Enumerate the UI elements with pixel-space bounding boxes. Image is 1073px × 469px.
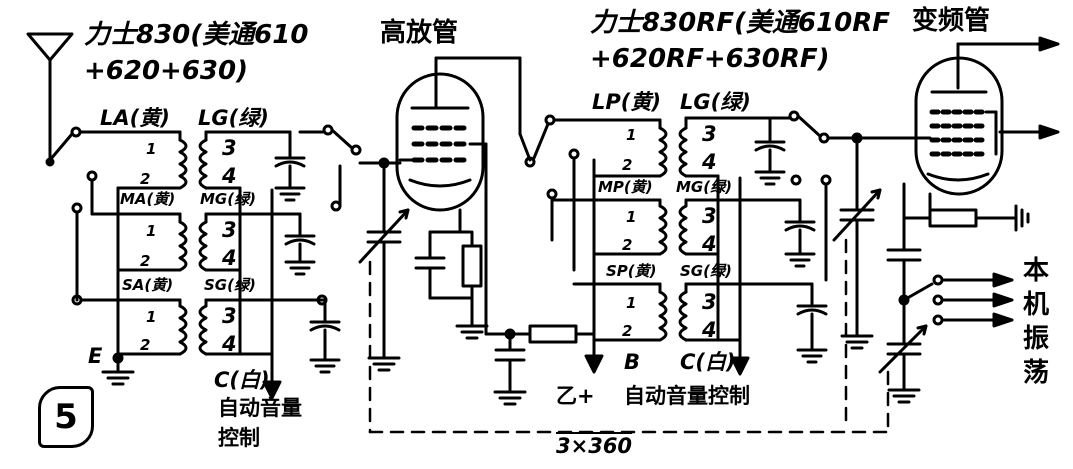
pin-label: 2 — [622, 236, 633, 254]
tuning-capacitor-2 — [832, 136, 882, 350]
pin-label: 3 — [222, 304, 237, 328]
pin-label: 3 — [222, 218, 237, 242]
pin-label: 2 — [622, 156, 633, 174]
pin-label: 2 — [140, 252, 151, 270]
pin-label: 4 — [702, 318, 717, 342]
pin-label: 4 — [222, 332, 237, 356]
coil-label-mg: MG(绿) — [200, 190, 256, 208]
coil-label-lp: LP(黄) — [592, 90, 661, 114]
coil-label-sa: SA(黄) — [122, 276, 174, 294]
coil-label-lg2: LG(绿) — [680, 90, 751, 114]
rf-amplifier-tube — [395, 56, 522, 340]
pin-label: 1 — [146, 222, 157, 240]
terminal-b: B — [624, 350, 641, 374]
coil-label-sg: SG(绿) — [204, 276, 256, 294]
rf-tube-label: 高放管 — [380, 18, 459, 48]
pin-label: 3 — [702, 122, 717, 146]
pin-label: 2 — [622, 322, 633, 340]
coil-label-mg2: MG(绿) — [676, 178, 732, 196]
oscillator-section — [878, 182, 1014, 404]
agc-right-label: 自动音量控制 — [624, 384, 750, 408]
left-secondary-coils — [198, 130, 327, 400]
plate-band-switch — [518, 114, 630, 272]
pin-label: 3 — [702, 290, 717, 314]
pin-label: 4 — [222, 246, 237, 270]
coil-label-lg: LG(绿) — [198, 106, 269, 130]
left-primary-coils — [101, 130, 188, 386]
pin-label: 1 — [146, 308, 157, 326]
b-plus-label: 乙+ — [556, 384, 595, 408]
coil-label-mp: MP(黄) — [598, 178, 653, 196]
oscillator-label: 本机振荡 — [1022, 256, 1049, 388]
pin-label: 3 — [702, 204, 717, 228]
antenna-band-switch — [48, 126, 182, 306]
right-primary-coils — [550, 118, 668, 342]
tuning-cap-value: 3×360 — [556, 434, 633, 458]
converter-tube — [902, 36, 1060, 232]
coil-label-sg2: SG(绿) — [680, 262, 732, 280]
agc-left-line1: 自动音量 — [218, 396, 302, 420]
pin-label: 4 — [702, 232, 717, 256]
terminal-c-right: C(白) — [680, 350, 736, 374]
pin-label: 2 — [140, 336, 151, 354]
converter-tube-label: 变频管 — [912, 6, 991, 36]
right-trimmer-capacitors — [754, 116, 828, 364]
figure-number-badge: 5 — [38, 386, 94, 448]
brand-left-line2: +620+630) — [84, 56, 248, 86]
pin-label: 1 — [146, 140, 157, 158]
pin-label: 3 — [222, 136, 237, 160]
pin-label: 4 — [702, 150, 717, 174]
pin-label: 1 — [626, 294, 637, 312]
coil-label-ma: MA(黄) — [120, 190, 176, 208]
pin-label: 2 — [140, 170, 151, 188]
terminal-c-left: C(白) — [214, 368, 270, 392]
b-plus-feed — [484, 158, 604, 406]
pin-label: 1 — [626, 126, 637, 144]
right-grid-switch — [768, 110, 914, 282]
coil-label-la: LA(黄) — [100, 106, 170, 130]
coil-label-sp: SP(黄) — [606, 262, 657, 280]
agc-left-line2: 控制 — [218, 426, 260, 450]
brand-left-line1: 力士830(美通610 — [84, 20, 309, 50]
terminal-e: E — [88, 344, 103, 368]
pin-label: 1 — [626, 208, 637, 226]
brand-right-line2: +620RF+630RF) — [590, 44, 830, 74]
pin-label: 4 — [222, 164, 237, 188]
left-trimmer-capacitors — [274, 130, 341, 374]
left-grid-switch — [298, 124, 402, 306]
right-secondary-coils — [678, 116, 814, 376]
antenna-symbol — [26, 32, 74, 167]
tuning-gang-linkage — [368, 238, 890, 434]
brand-right-line1: 力士830RF(美通610RF — [590, 8, 890, 38]
tuning-capacitor-1 — [358, 161, 410, 372]
